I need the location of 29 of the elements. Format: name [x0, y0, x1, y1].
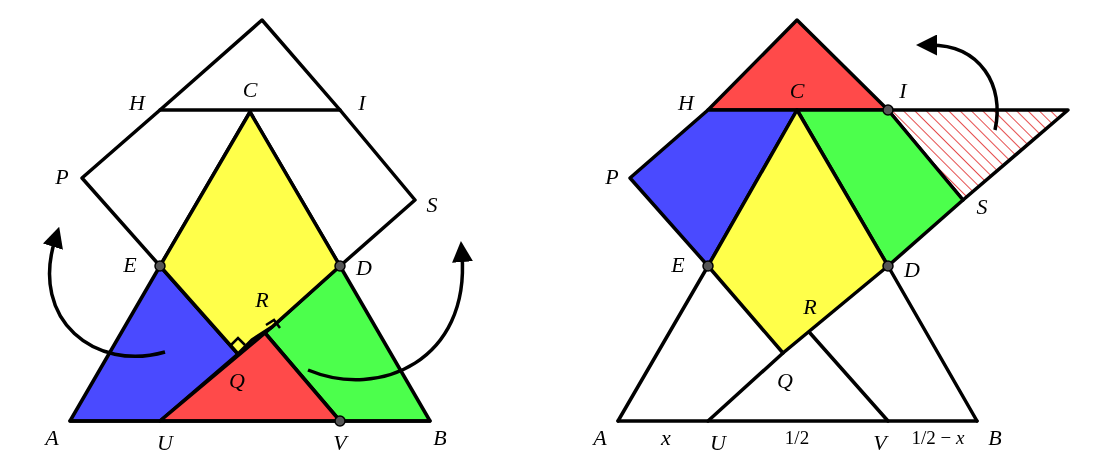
point-label: P — [605, 165, 619, 189]
point-label: A — [45, 426, 59, 450]
point-label: H — [678, 91, 694, 115]
length-label: 1/2 − x — [911, 426, 965, 450]
point-label: Q — [229, 369, 245, 393]
point-label: Q — [777, 369, 793, 393]
point-label: S — [976, 195, 988, 219]
point-label: E — [671, 253, 685, 277]
point-label: S — [426, 193, 438, 217]
length-label: x — [661, 426, 671, 450]
point-label: P — [55, 165, 69, 189]
point-label: A — [593, 426, 607, 450]
point-label: U — [710, 431, 726, 455]
point-label: U — [157, 431, 173, 455]
point-label: H — [129, 91, 145, 115]
length-label: 1/2 — [784, 426, 810, 450]
point-label: V — [873, 431, 887, 455]
point-label: I — [899, 79, 907, 103]
point-label: D — [904, 258, 920, 282]
point-label: B — [988, 426, 1002, 450]
point-label: R — [803, 295, 817, 319]
point-label: V — [333, 431, 347, 455]
point-label: C — [789, 79, 805, 103]
point-label: R — [255, 288, 269, 312]
point-label: I — [358, 91, 366, 115]
point-label: B — [433, 426, 447, 450]
point-label: D — [356, 256, 372, 280]
point-label: E — [123, 253, 137, 277]
point-label: C — [242, 78, 258, 102]
